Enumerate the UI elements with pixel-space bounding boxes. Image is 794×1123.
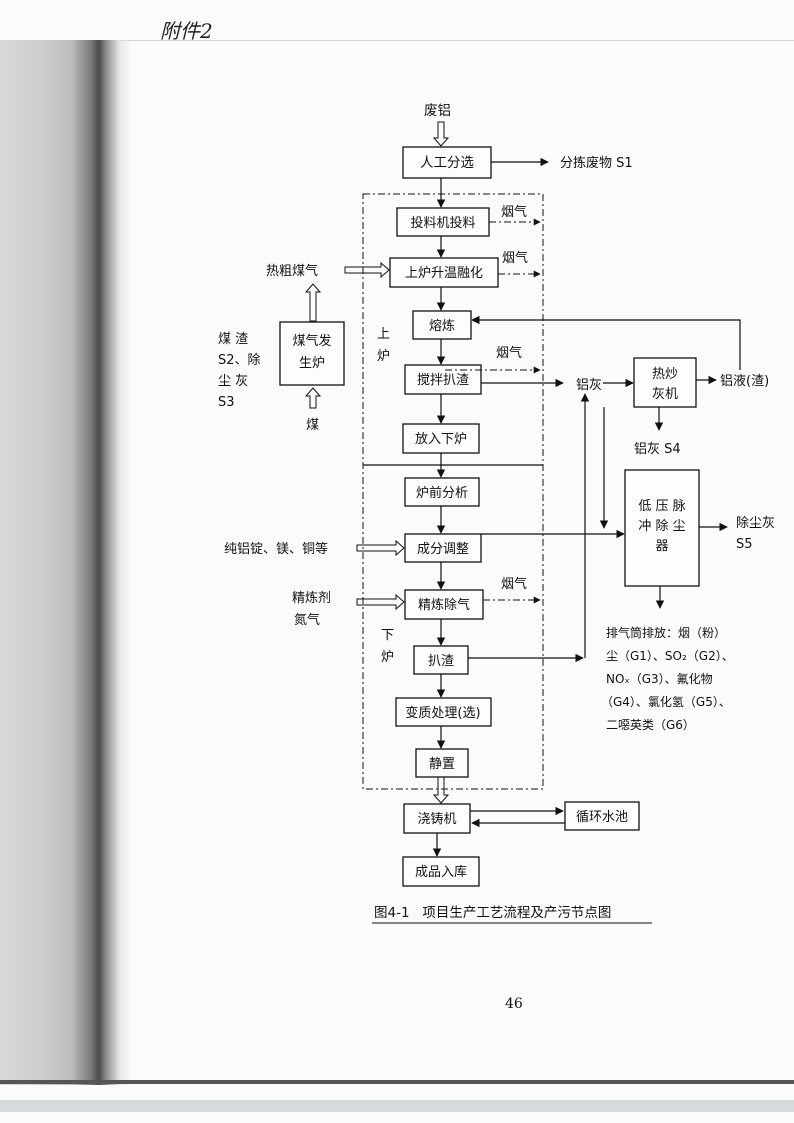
label-stir: 搅拌扒渣 — [417, 372, 469, 388]
page-bottom-edge — [0, 1080, 794, 1084]
label-dust-2: 冲 除 尘 — [638, 519, 685, 534]
label-input-scrap: 废铝 — [424, 103, 451, 119]
label-pure-al: 纯铝锭、镁、铜等 — [224, 541, 328, 557]
flue-label-feeder: 烟气 — [501, 204, 527, 220]
furnace-dashed-boundary — [362, 193, 544, 790]
page-top-edge — [120, 40, 794, 41]
label-dust-ash-1: 除尘灰 — [736, 516, 775, 531]
label-sort-waste: 分拣废物 S1 — [560, 155, 633, 171]
label-refiner-2: 氮气 — [294, 612, 320, 628]
emission-line-1: 排气筒排放：烟（粉） — [606, 625, 726, 640]
hollow-arrow-pure-al — [356, 539, 405, 557]
page-number: 46 — [505, 996, 523, 1012]
box-pre-analysis — [404, 477, 480, 507]
label-skim: 扒渣 — [428, 654, 454, 669]
box-casting — [403, 803, 471, 834]
box-dust-collector — [624, 469, 700, 587]
label-lower-furnace-2: 炉 — [381, 650, 394, 665]
box-refine-degas — [404, 589, 484, 620]
flue-label-heat: 烟气 — [502, 250, 528, 266]
box-modify — [395, 697, 492, 727]
label-lower-furnace-1: 下 — [381, 628, 394, 643]
hollow-arrow-to-casting — [432, 776, 450, 804]
hollow-arrow-hot-gas — [344, 261, 390, 279]
flue-label-refine: 烟气 — [501, 576, 527, 592]
box-composition — [404, 533, 482, 563]
label-hot-fry-1: 热炒 — [652, 367, 678, 382]
label-dust-ash-2: S5 — [736, 537, 753, 552]
hollow-arrow-coal — [304, 387, 322, 409]
label-pre-analysis: 炉前分析 — [416, 485, 468, 501]
label-al-ash-s4: 铝灰 S4 — [634, 442, 681, 457]
book-spine-shadow — [0, 40, 130, 1085]
label-casting: 浇铸机 — [417, 811, 456, 827]
arrow-liquid-return — [471, 315, 741, 370]
label-upper-furnace-2: 炉 — [377, 349, 390, 364]
label-al-liquid: 铝液(渣) — [720, 374, 769, 389]
box-upper-heat — [389, 257, 499, 288]
label-gas-gen-2: 生炉 — [299, 356, 325, 371]
flue-label-stir: 烟气 — [496, 345, 522, 361]
label-storage: 成品入库 — [415, 864, 467, 880]
emission-line-4: （G4）、氯化氢（G5）、 — [601, 694, 731, 709]
label-manual-sort: 人工分选 — [420, 155, 474, 171]
label-slag-3: 尘 灰 — [218, 374, 248, 389]
box-manual-sort — [402, 146, 492, 179]
label-modify: 变质处理(选) — [405, 705, 480, 721]
emission-line-3: NOₓ（G3）、氟化物 — [606, 672, 713, 686]
label-smelt: 熔炼 — [429, 319, 455, 334]
label-hot-gas: 热粗煤气 — [266, 263, 318, 279]
label-upper-furnace-1: 上 — [377, 327, 390, 342]
figure-caption: 图4-1 项目生产工艺流程及产污节点图 — [374, 905, 611, 921]
emission-line-5: 二噁英类（G6） — [606, 718, 695, 732]
label-slag-4: S3 — [218, 395, 235, 410]
label-dust-3: 器 — [655, 539, 668, 554]
box-skim — [413, 645, 469, 675]
label-gas-gen-1: 煤气发 — [292, 333, 331, 349]
label-slag-2: S2、除 — [218, 353, 261, 368]
box-gas-generator — [279, 321, 345, 386]
label-coal: 煤 — [306, 418, 319, 433]
hollow-arrow-gen-up — [304, 283, 322, 322]
label-slag-1: 煤 渣 — [218, 332, 248, 347]
label-dust-1: 低 压 脉 — [638, 499, 685, 514]
hollow-arrow-refiner — [356, 593, 405, 611]
box-hot-fry — [633, 357, 697, 408]
box-storage — [402, 856, 480, 887]
box-smelt — [412, 310, 472, 340]
box-stir — [404, 364, 482, 395]
emission-line-2: 尘（G1）、SO₂（G2）、 — [606, 649, 734, 663]
label-settle: 静置 — [429, 757, 455, 772]
label-into-lower: 放入下炉 — [415, 432, 467, 447]
hollow-arrow-scrap — [432, 121, 450, 147]
box-feeder — [396, 207, 490, 237]
label-refiner-1: 精炼剂 — [292, 591, 331, 606]
label-composition: 成分调整 — [417, 542, 469, 557]
label-al-ash: 铝灰 — [576, 378, 602, 393]
label-water-pool: 循环水池 — [576, 810, 628, 825]
scan-footer-band — [0, 1100, 794, 1112]
box-water-pool — [564, 801, 640, 831]
label-upper-heat: 上炉升温融化 — [405, 266, 483, 281]
label-feeder: 投料机投料 — [410, 215, 475, 231]
label-refine-degas: 精炼除气 — [418, 597, 470, 613]
handwritten-note: 附件2 — [160, 19, 213, 43]
label-hot-fry-2: 灰机 — [652, 387, 678, 402]
